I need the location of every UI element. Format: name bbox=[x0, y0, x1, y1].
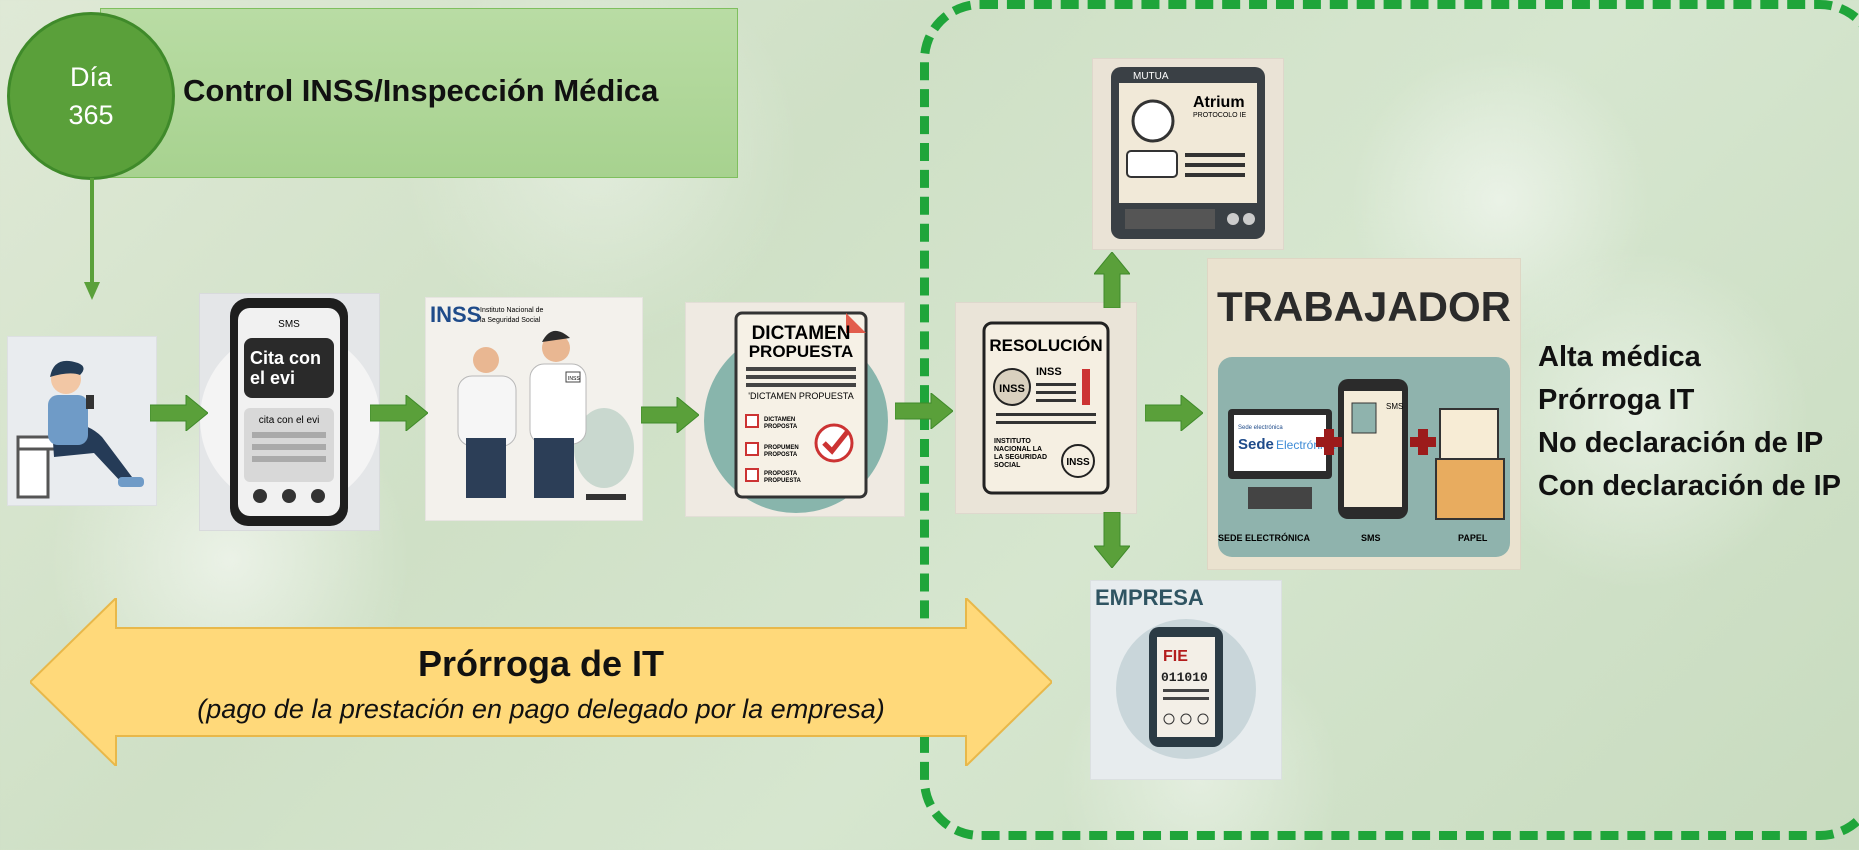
inss-org-line1: Instituto Nacional de bbox=[480, 307, 544, 314]
resolucion-label: INSS bbox=[1036, 366, 1062, 378]
trabajador-label1: SEDE ELECTRÓNICA bbox=[1218, 532, 1311, 543]
inss-org-line2: la Seguridad Social bbox=[480, 317, 541, 324]
trabajador-sede-brand1: Sede bbox=[1238, 436, 1274, 453]
outcomes-list: Alta médica Prórroga IT No declaración d… bbox=[1538, 336, 1841, 508]
empresa-binary: 011010 bbox=[1161, 670, 1208, 685]
resolucion-org-line1: INSTITUTO bbox=[994, 438, 1031, 445]
dictamen-title-line2: PROPUESTA bbox=[749, 342, 854, 361]
outcome-prorroga-it: Prórroga IT bbox=[1538, 384, 1695, 416]
inss-badge-text: INSS bbox=[568, 376, 580, 382]
resolution-frame bbox=[920, 0, 1859, 840]
empresa-file-tag: FIE bbox=[1163, 648, 1188, 665]
day-circle: Día 365 bbox=[7, 12, 175, 180]
arrow-down-to-empresa bbox=[1094, 512, 1130, 568]
trabajador-label3: PAPEL bbox=[1458, 533, 1488, 543]
sms-appointment-image: SMS Cita con el evi cita con el evi bbox=[199, 293, 380, 531]
prorroga-double-arrow bbox=[30, 598, 1052, 766]
dictamen-item1-line1: DICTAMEN bbox=[764, 417, 795, 423]
flow-arrow-2 bbox=[370, 395, 428, 431]
flow-arrow-5 bbox=[1145, 395, 1203, 431]
outcome-con-declaracion-ip: Con declaración de IP bbox=[1538, 470, 1841, 502]
dictamen-item3-line1: PROPOSTA bbox=[764, 471, 798, 477]
empresa-title: EMPRESA bbox=[1095, 585, 1204, 610]
inss-medical-exam-image: INSS Instituto Nacional de la Seguridad … bbox=[425, 297, 643, 521]
mutua-brand: MUTUA bbox=[1133, 71, 1169, 82]
resolucion-org-line4: SOCIAL bbox=[994, 462, 1021, 469]
worker-with-phone-image bbox=[7, 336, 157, 506]
trabajador-sede-small: Sede electrónica bbox=[1238, 425, 1283, 431]
resolucion-title: RESOLUCIÓN bbox=[989, 336, 1102, 355]
day-number: 365 bbox=[68, 100, 114, 130]
outcome-no-declaracion-ip: No declaración de IP bbox=[1538, 427, 1824, 459]
dictamen-title-line1: DICTAMEN bbox=[752, 323, 851, 344]
resolucion-org-line3: LA SEGURIDAD bbox=[994, 454, 1047, 461]
sms-title-line1: Cita con bbox=[250, 348, 321, 368]
sms-subtitle: cita con el evi bbox=[259, 415, 320, 426]
inss-logo-text: INSS bbox=[430, 302, 481, 327]
prorroga-title: Prórroga de IT bbox=[417, 643, 665, 684]
flow-arrow-3 bbox=[641, 397, 699, 433]
dictamen-propuesta-image: DICTAMEN PROPUESTA 'DICTAMEN PROPUESTA D… bbox=[685, 302, 905, 517]
empresa-image: EMPRESA FIE 011010 bbox=[1090, 580, 1282, 780]
trabajador-image: TRABAJADOR Sede electrónica Sede Electró… bbox=[1207, 258, 1521, 570]
mutua-title: Atrium bbox=[1193, 94, 1245, 111]
arrow-up-to-mutua bbox=[1094, 252, 1130, 308]
mutua-subtitle: PROTOCOLO IE bbox=[1193, 112, 1246, 119]
resolucion-seal2: INSS bbox=[1066, 457, 1090, 468]
trabajador-title: TRABAJADOR bbox=[1217, 283, 1511, 330]
dictamen-item2-line1: PROPUMEN bbox=[764, 445, 799, 451]
flow-arrow-1 bbox=[150, 395, 208, 431]
mutua-image: MUTUA Atrium PROTOCOLO IE bbox=[1092, 58, 1284, 250]
dictamen-item3-line2: PROPUESTA bbox=[764, 478, 802, 484]
outcome-alta-medica: Alta médica bbox=[1538, 341, 1701, 373]
trabajador-sms-tag: SMS bbox=[1386, 402, 1403, 411]
down-arrow bbox=[84, 178, 100, 300]
prorroga-subtitle: (pago de la prestación en pago delegado … bbox=[197, 694, 885, 724]
resolucion-org-line2: NACIONAL LA bbox=[994, 446, 1042, 453]
sms-tag-text: SMS bbox=[278, 319, 300, 330]
trabajador-label2: SMS bbox=[1361, 533, 1381, 543]
day-label: Día bbox=[69, 62, 113, 92]
resolucion-image: RESOLUCIÓN INSS INSS INSTITUTO NACIONAL … bbox=[955, 302, 1137, 514]
flow-arrow-4 bbox=[895, 393, 953, 429]
header-banner bbox=[100, 8, 738, 178]
dictamen-subtitle: 'DICTAMEN PROPUESTA bbox=[748, 391, 853, 401]
dictamen-item2-line2: PROPOSTA bbox=[764, 452, 798, 458]
resolucion-seal: INSS bbox=[999, 383, 1025, 395]
header-title: Control INSS/Inspección Médica bbox=[183, 73, 659, 108]
sms-title-line2: el evi bbox=[250, 368, 295, 388]
dictamen-item1-line2: PROPOSTA bbox=[764, 424, 798, 430]
